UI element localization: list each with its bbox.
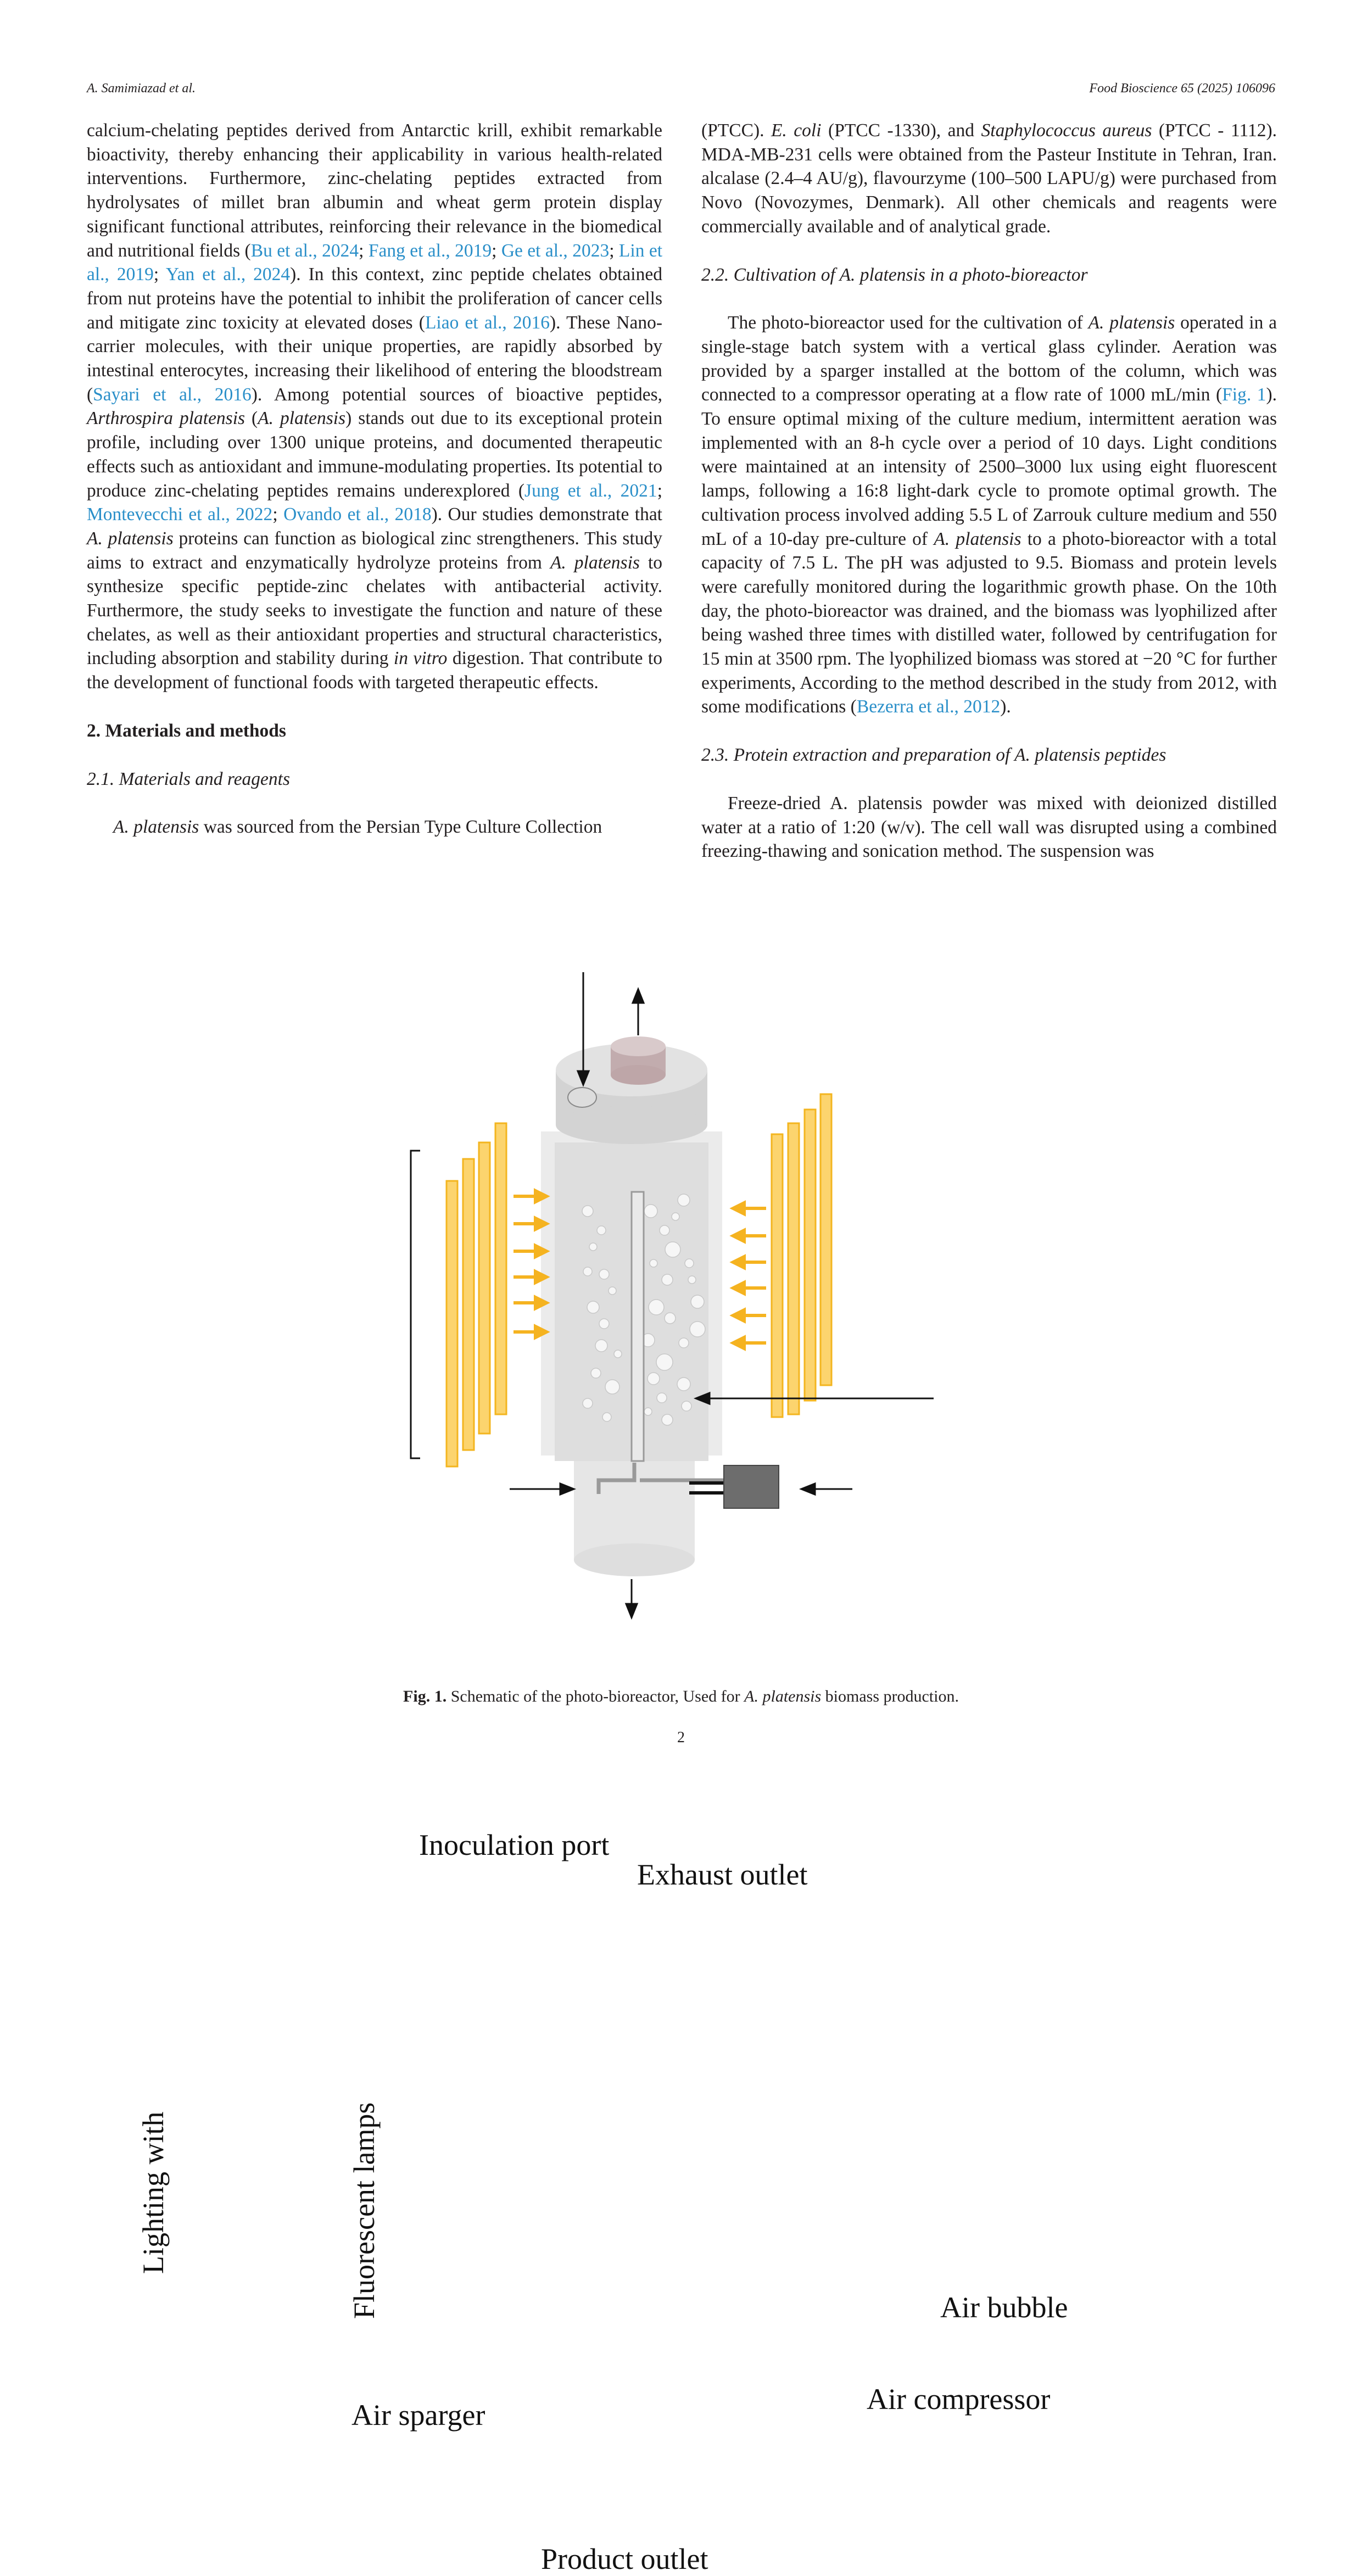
figure-photobioreactor: Inoculation port Exhaust outlet Air bubb… [0, 912, 1362, 2575]
label-lighting-line1: Lighting with [137, 2111, 170, 2274]
photobioreactor-diagram [410, 972, 934, 1620]
label-air-sparger: Air sparger [351, 2399, 485, 2432]
exhaust-cap [611, 1036, 666, 1085]
air-compressor [689, 1465, 779, 1509]
citation-link[interactable]: Ovando et al., 2018 [283, 504, 432, 525]
body-paragraph: (PTCC). E. coli (PTCC -1330), and Staphy… [701, 120, 1277, 237]
running-header-authors: A. Samimiazad et al. [87, 81, 196, 96]
citation-link[interactable]: Bezerra et al., 2012 [856, 696, 1001, 717]
label-lighting-line2: Fluorescent lamps [348, 2102, 381, 2319]
left-lamps [445, 1122, 507, 1468]
citation-link[interactable]: Fang et al., 2019 [368, 240, 492, 261]
citation-link[interactable]: Jung et al., 2021 [524, 480, 657, 501]
subsection-heading: 2.3. Protein extraction and preparation … [701, 745, 1166, 766]
right-lamps [771, 1093, 833, 1418]
body-paragraph: calcium-chelating peptides derived from … [87, 120, 663, 693]
subsection-heading: 2.2. Cultivation of A. platensis in a ph… [701, 264, 1088, 285]
label-inoculation-port: Inoculation port [419, 1828, 610, 1861]
annotation-arrows [510, 972, 934, 1620]
body-paragraph: Freeze-dried A. platensis powder was mix… [701, 793, 1277, 862]
air-sparger [596, 1463, 725, 1494]
label-exhaust-outlet: Exhaust outlet [637, 1858, 808, 1891]
citation-link[interactable]: Lin et al., 2019 [87, 240, 663, 285]
light-arrows-left [513, 1188, 550, 1340]
figure-caption: Fig. 1. Schematic of the photo-bioreacto… [403, 1687, 959, 1705]
citation-link[interactable]: Yan et al., 2024 [165, 264, 291, 285]
central-tube [630, 1191, 645, 1462]
label-air-compressor: Air compressor [867, 2383, 1051, 2416]
figure-reference-link[interactable]: Fig. 1 [1222, 384, 1266, 405]
label-product-outlet: Product outlet [541, 2542, 708, 2575]
page-number: 2 [677, 1729, 685, 1746]
body-paragraph: A. platensis was sourced from the Persia… [113, 817, 602, 838]
inoculation-port [567, 1087, 597, 1108]
section-heading: 2. Materials and methods [87, 720, 286, 741]
citation-link[interactable]: Sayari et al., 2016 [93, 384, 252, 405]
lighting-bracket [410, 1150, 420, 1459]
subsection-heading: 2.1. Materials and reagents [87, 768, 291, 789]
citation-link[interactable]: Liao et al., 2016 [425, 312, 550, 333]
running-header-journal: Food Bioscience 65 (2025) 106096 [1089, 81, 1275, 96]
air-bubbles [582, 1194, 706, 1426]
citation-link[interactable]: Ge et al., 2023 [501, 240, 610, 261]
label-air-bubble: Air bubble [940, 2291, 1068, 2324]
citation-link[interactable]: Bu et al., 2024 [250, 240, 359, 261]
right-column: (PTCC). E. coli (PTCC -1330), and Staphy… [701, 119, 1277, 863]
citation-link[interactable]: Montevecchi et al., 2022 [87, 504, 273, 525]
left-column: calcium-chelating peptides derived from … [87, 119, 662, 839]
body-paragraph: The photo-bioreactor used for the cultiv… [701, 313, 1277, 717]
light-arrows-right [729, 1200, 766, 1351]
